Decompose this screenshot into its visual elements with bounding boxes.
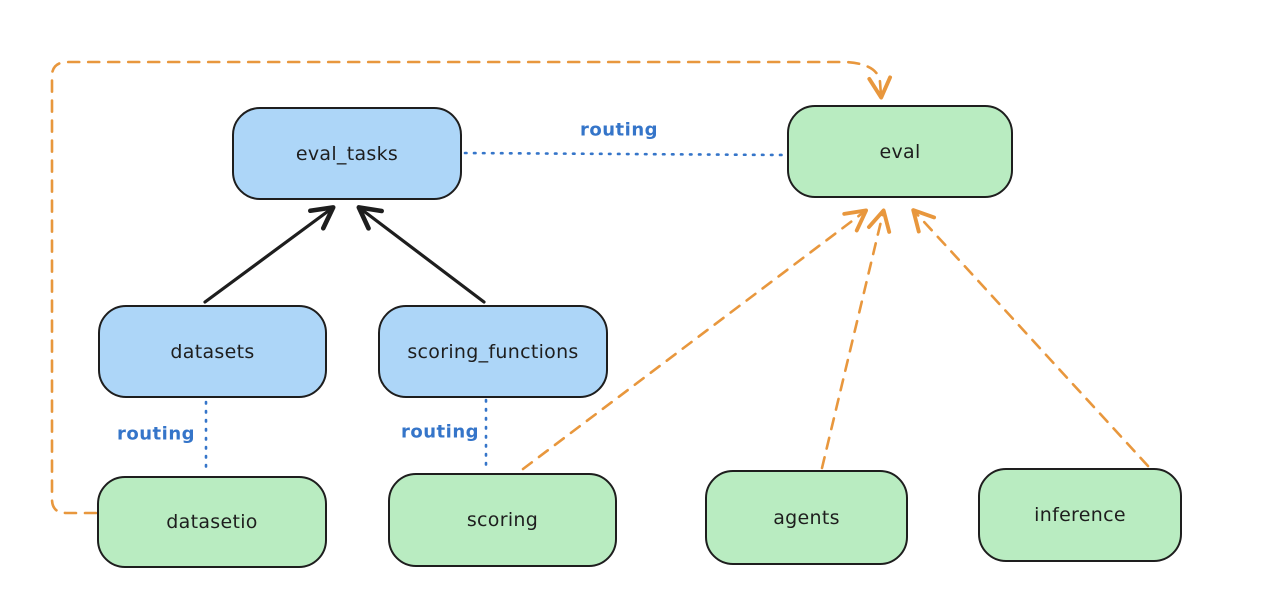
node-label: datasetio (166, 511, 258, 533)
node-eval-tasks: eval_tasks (232, 107, 462, 200)
node-label: scoring_functions (407, 340, 579, 363)
node-datasets: datasets (98, 305, 327, 398)
node-scoring-functions: scoring_functions (378, 305, 608, 398)
edge-datasetio-to-eval (50, 60, 893, 515)
node-label: scoring (466, 509, 539, 531)
node-label: eval (879, 140, 921, 163)
edge-label-routing: routing (400, 421, 480, 443)
node-label: agents (773, 506, 840, 529)
node-label: inference (1034, 504, 1126, 526)
edge-label-routing: routing (116, 423, 196, 445)
edge-label-routing: routing (579, 119, 659, 141)
node-eval: eval (787, 105, 1013, 198)
node-label: eval_tasks (295, 142, 399, 165)
node-datasetio: datasetio (97, 476, 327, 568)
edge-datasets-to-eval-tasks (203, 205, 336, 304)
edge-inference-to-eval (911, 208, 1150, 468)
node-scoring: scoring (388, 473, 617, 567)
node-label: datasets (170, 340, 255, 363)
edge-agents-to-eval (820, 208, 892, 470)
node-inference: inference (978, 468, 1182, 562)
node-agents: agents (705, 470, 908, 565)
edge-eval-tasks-to-eval (463, 151, 786, 157)
edge-scoring-functions-to-eval-tasks (356, 205, 486, 304)
